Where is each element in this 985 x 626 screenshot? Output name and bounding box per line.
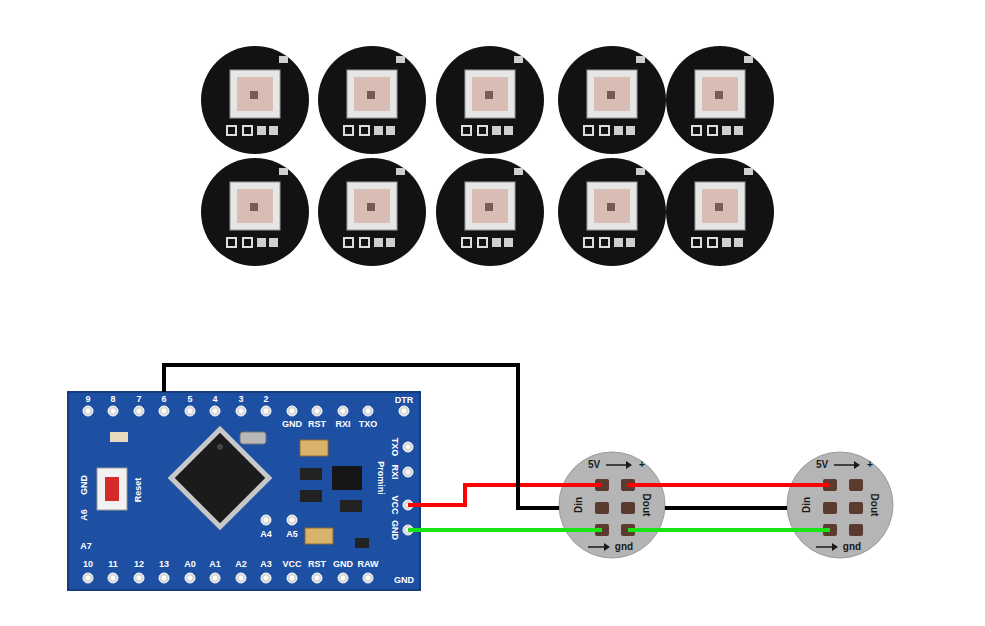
wire: [164, 365, 559, 508]
wire: [420, 530, 565, 531]
wire: [665, 508, 787, 509]
board-name: Promini: [376, 461, 385, 495]
pin-label: 4: [212, 395, 217, 404]
pin-label: 12: [134, 560, 144, 569]
pad-label: Din: [802, 497, 812, 513]
pin-label: TXO: [359, 420, 378, 429]
wire: [420, 485, 563, 505]
pin-label: VCC: [282, 560, 301, 569]
pin-label: A2: [235, 560, 247, 569]
pin-label: GND: [282, 420, 302, 429]
pin-label: RST: [308, 560, 326, 569]
pad-label: 5V: [816, 460, 828, 470]
pin-label: A4: [260, 530, 272, 539]
pad-label: Dout: [869, 494, 879, 517]
pin-label: 10: [83, 560, 93, 569]
wire: [659, 530, 794, 531]
pad-label: gnd: [615, 542, 633, 552]
pin-label: GND: [333, 560, 353, 569]
pin-label: GND: [390, 520, 399, 540]
pin-label: A0: [184, 560, 196, 569]
pin-label: RXI: [390, 464, 399, 479]
pin-label: 9: [85, 395, 90, 404]
pad-label: gnd: [843, 542, 861, 552]
pad-label: +: [639, 460, 645, 470]
pin-label: RST: [308, 420, 326, 429]
pin-label: RAW: [358, 560, 379, 569]
pad-label: Din: [574, 497, 584, 513]
pin-label: 2: [263, 395, 268, 404]
pin-label: A3: [260, 560, 272, 569]
pin-label: 6: [161, 395, 166, 404]
pin-label: GND: [394, 576, 414, 585]
pin-label: A6: [80, 509, 89, 521]
pin-label: A7: [80, 542, 92, 551]
pin-label: A1: [209, 560, 221, 569]
pin-label: Reset: [134, 478, 143, 503]
wire: [661, 485, 791, 486]
led-module: 5V + Din Dout gnd: [559, 452, 665, 558]
led-module: 5V + Din Dout gnd: [787, 452, 893, 558]
pin-label: TXO: [390, 438, 399, 457]
pin-label: 5: [187, 395, 192, 404]
pin-label: DTR: [395, 396, 414, 405]
pin-label: 8: [110, 395, 115, 404]
pin-label: 13: [159, 560, 169, 569]
pin-label: VCC: [390, 495, 399, 514]
pad-label: 5V: [588, 460, 600, 470]
pad-label: Dout: [641, 494, 651, 517]
pin-label: 11: [108, 560, 118, 569]
pin-label: 3: [238, 395, 243, 404]
pin-label: GND: [80, 475, 89, 495]
pin-label: 7: [136, 395, 141, 404]
pin-label: RXI: [335, 420, 350, 429]
pad-label: +: [867, 460, 873, 470]
pin-label: A5: [286, 530, 298, 539]
